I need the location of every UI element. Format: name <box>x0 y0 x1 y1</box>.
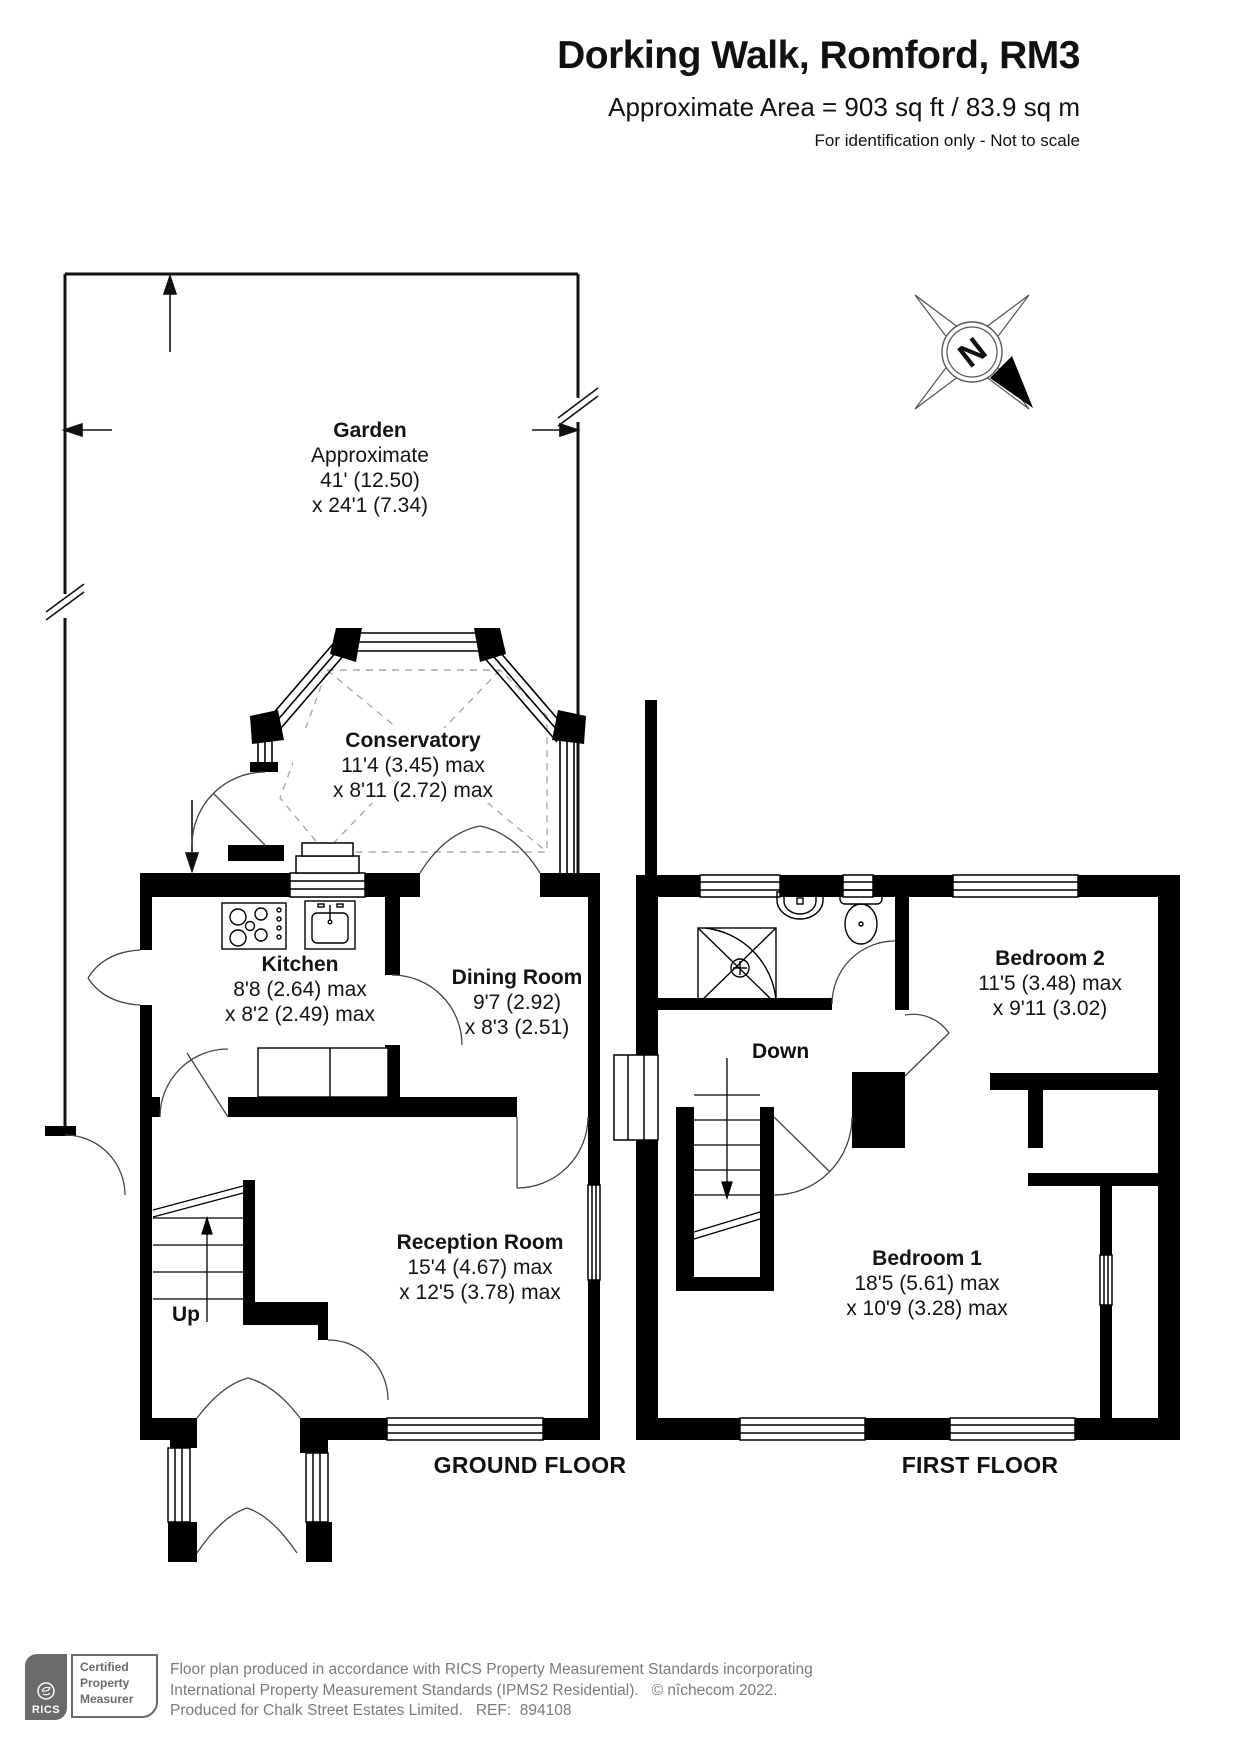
first-floor-doors <box>773 940 950 1196</box>
conservatory-corner-posts <box>228 628 586 861</box>
first-floor-windows <box>613 874 1113 1441</box>
shower-icon <box>697 927 777 1005</box>
bedroom2-label: Bedroom 2 11'5 (3.48) max x 9'11 (3.02) <box>978 947 1122 1020</box>
conservatory-garden-door <box>191 771 266 846</box>
reception-room-label: Reception Room 15'4 (4.67) max x 12'5 (3… <box>396 1231 564 1304</box>
compass-icon: N <box>914 294 1033 410</box>
page-title: Dorking Walk, Romford, RM3 <box>557 34 1080 77</box>
certified-property-measurer-badge: Certified Property Measurer <box>71 1654 158 1718</box>
footer: RICS Certified Property Measurer Floor p… <box>25 1654 813 1722</box>
rics-badge: RICS <box>25 1654 67 1720</box>
dining-room-label: Dining Room 9'7 (2.92) x 8'3 (2.51) <box>451 966 583 1039</box>
ground-floor-label: GROUND FLOOR <box>433 1452 627 1478</box>
garden-dimension-arrows <box>61 273 581 874</box>
first-floor-label: FIRST FLOOR <box>901 1452 1059 1478</box>
kitchen-label: Kitchen 8'8 (2.64) max x 8'2 (2.49) max <box>225 953 375 1026</box>
sink-icon <box>304 900 356 950</box>
stairs-down-label: Down <box>752 1040 810 1064</box>
conservatory-step <box>289 842 366 898</box>
conservatory-roof-dashed <box>279 669 548 853</box>
header: Dorking Walk, Romford, RM3 Approximate A… <box>0 34 1080 151</box>
rics-org-label: RICS <box>31 1704 61 1716</box>
hob-icon <box>221 902 287 950</box>
basin-icon <box>776 890 824 920</box>
rics-lion-icon <box>37 1682 55 1700</box>
approximate-area: Approximate Area = 903 sq ft / 83.9 sq m <box>608 92 1080 122</box>
first-floor-walls <box>636 700 1180 1440</box>
ground-floor-doors <box>64 825 589 1554</box>
kitchen-counter <box>257 1047 389 1098</box>
disclaimer: For identification only - Not to scale <box>814 131 1080 150</box>
ground-floor-walls <box>140 873 600 1562</box>
garden-label: Garden Approximate 41' (12.50) x 24'1 (7… <box>311 419 429 517</box>
stairs-up-label: Up <box>172 1303 200 1326</box>
compass-needle <box>990 356 1033 408</box>
stairs-down <box>693 1058 761 1240</box>
toilet-icon <box>839 889 883 945</box>
footer-disclaimer-text: Floor plan produced in accordance with R… <box>170 1661 813 1719</box>
garden-boundary <box>63 272 580 1133</box>
conservatory-label: Conservatory 11'4 (3.45) max x 8'11 (2.7… <box>293 728 533 803</box>
stairs-up <box>152 1185 244 1322</box>
fence-break-marks <box>45 387 599 1136</box>
ground-floor-windows <box>167 1184 601 1523</box>
bedroom1-label: Bedroom 1 18'5 (5.61) max x 10'9 (3.28) … <box>846 1247 1008 1320</box>
